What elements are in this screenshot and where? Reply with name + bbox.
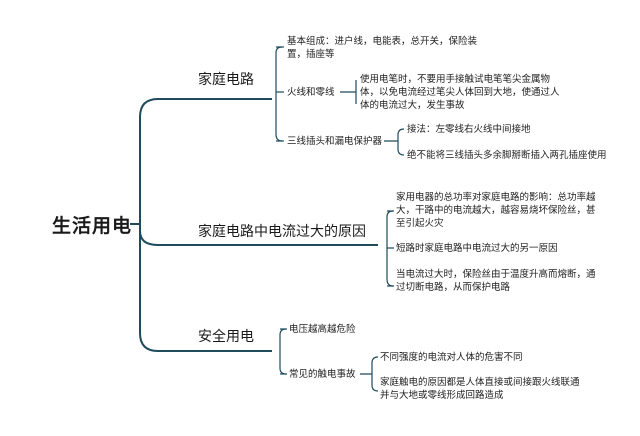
node-basic-components: 基本组成：进户线，电能表，总开关，保险装置，插座等 bbox=[287, 36, 478, 60]
node-fuse-melting: 当电流过大时，保险丝由于温度升高而熔断，通过切断电路，从而保护电路 bbox=[396, 269, 596, 293]
node-test-pen-note: 使用电笔时，不要用手接触试电笔笔尖金属物体，以免电流经过笔尖人体回到大地，使通过… bbox=[360, 74, 560, 111]
node-total-power: 家用电器的总功率对家庭电路的影响：总功率越大，干路中的电流越大，越容易烧坏保险丝… bbox=[396, 192, 596, 229]
node-shock-cause: 家庭触电的原因都是人体直接或间接跟火线联通并与大地或零线形成回路造成 bbox=[380, 377, 580, 401]
node-wiring-method: 接法：左零线右火线中间接地 bbox=[407, 124, 531, 135]
node-short-circuit: 短路时家庭电路中电流过大的另一原因 bbox=[396, 243, 558, 254]
node-common-shock: 常见的触电事故 bbox=[289, 369, 356, 380]
connector-wires-note bbox=[340, 80, 357, 104]
node-live-neutral-wires: 火线和零线 bbox=[287, 87, 335, 98]
connector-home-children bbox=[275, 46, 283, 142]
connector-plug-children bbox=[384, 128, 405, 156]
branch-line-overcurrent bbox=[139, 230, 378, 246]
connector-shock-children bbox=[360, 356, 379, 392]
connector-safety-children bbox=[279, 328, 287, 375]
root-trunk bbox=[139, 98, 159, 352]
branch-home-circuit: 家庭电路 bbox=[198, 72, 254, 88]
node-current-harm: 不同强度的电流对人体的危害不同 bbox=[380, 352, 523, 363]
branch-safety: 安全用电 bbox=[198, 329, 254, 345]
node-high-voltage: 电压越高越危险 bbox=[289, 324, 356, 335]
branch-overcurrent: 家庭电路中电流过大的原因 bbox=[198, 224, 366, 240]
node-three-pin-plug: 三线插头和漏电保护器 bbox=[287, 136, 383, 147]
root-topic: 生活用电 bbox=[52, 215, 133, 237]
node-no-breaking-pin: 绝不能将三线插头多余脚掰断插入两孔插座使用 bbox=[407, 150, 607, 161]
